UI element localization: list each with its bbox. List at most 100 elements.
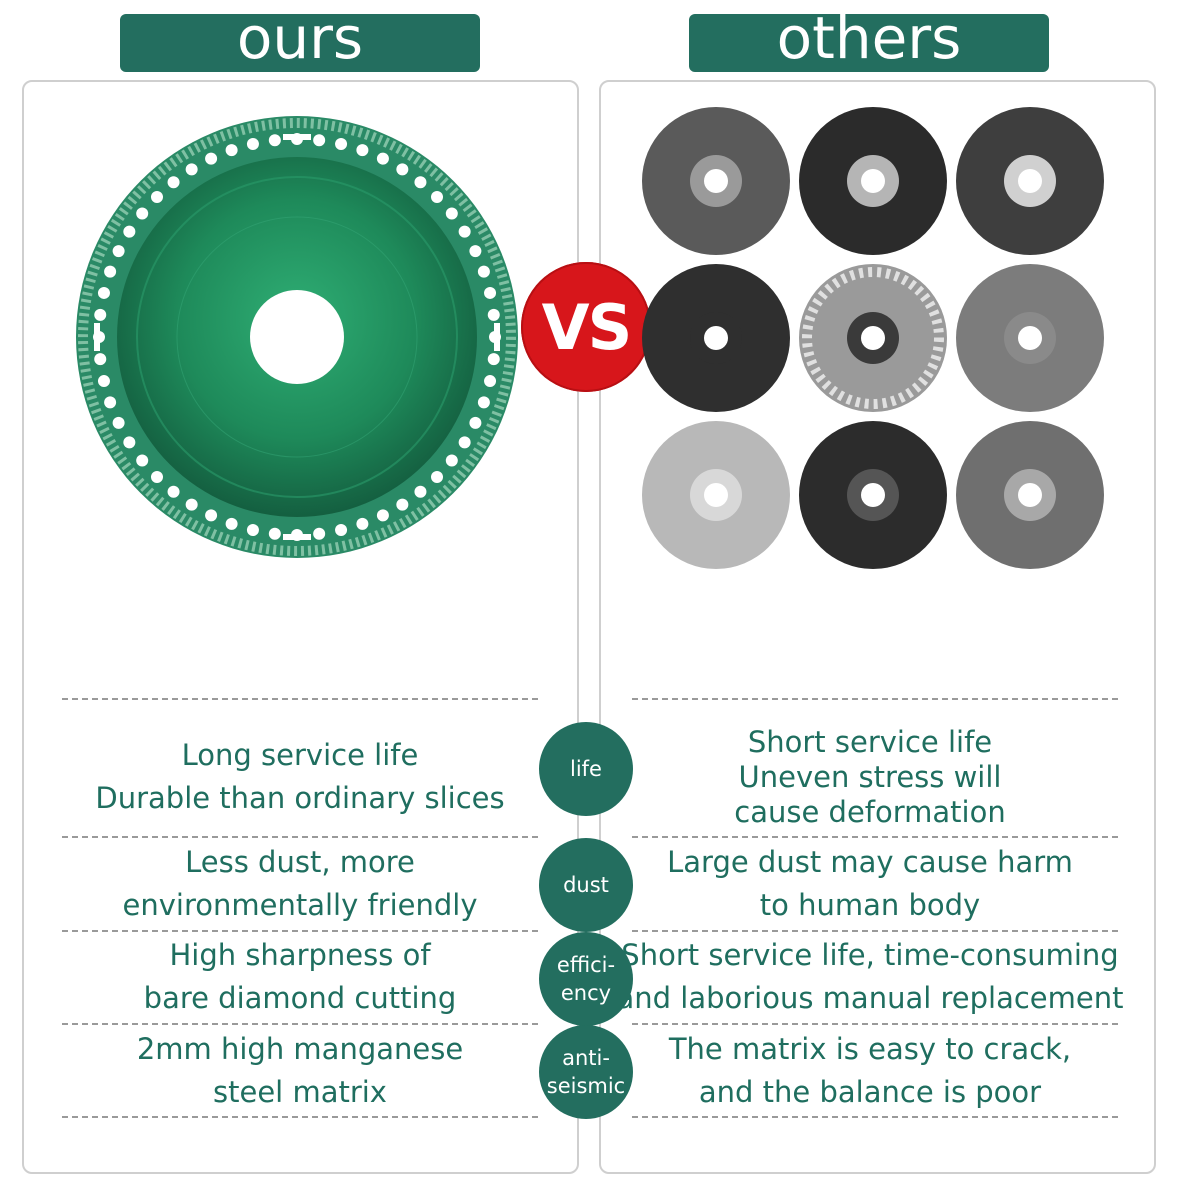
divider xyxy=(632,698,1118,700)
blade-hole xyxy=(167,176,180,189)
others-line: Short service life, time-consuming xyxy=(621,938,1119,972)
disc-grey-grinding-disc xyxy=(642,107,790,255)
disc-black-cutting-disc xyxy=(799,107,947,255)
blade-hole xyxy=(431,471,444,484)
blade-hole xyxy=(484,375,497,388)
blade-hole xyxy=(313,527,326,540)
others-line: Uneven stress will xyxy=(738,759,1002,794)
blade-hole xyxy=(477,265,490,278)
others-line: and laborious manual replacement xyxy=(616,981,1124,1015)
blade-hole xyxy=(123,436,136,449)
blade-hole xyxy=(313,134,326,147)
ours-line: 2mm high manganese xyxy=(136,1032,464,1066)
category-badge-1: life xyxy=(539,722,633,816)
blade-hole xyxy=(246,137,259,150)
blade-hole xyxy=(414,485,427,498)
blade-hole xyxy=(104,396,117,409)
blade-hole xyxy=(136,454,149,467)
blade-hole xyxy=(477,396,490,409)
category-badge-label: seismic xyxy=(546,1074,626,1098)
divider xyxy=(632,1116,1118,1118)
blade-hole xyxy=(469,245,482,258)
blade-slot xyxy=(494,323,500,351)
blade-hole xyxy=(150,471,163,484)
blade-hole xyxy=(112,245,125,258)
blade-hole xyxy=(396,498,409,511)
blade-hole xyxy=(225,144,238,157)
blade-hole xyxy=(205,509,218,522)
vs-label: VS xyxy=(541,290,633,364)
ours-label: ours xyxy=(236,4,364,72)
blade-hole xyxy=(431,190,444,203)
ours-line: Durable than ordinary slices xyxy=(95,781,505,815)
blade-hole xyxy=(97,286,110,299)
ours-line: Long service life xyxy=(181,738,419,772)
others-tab: others xyxy=(689,8,1049,72)
blade-hole xyxy=(104,265,117,278)
blade-hole xyxy=(376,152,389,165)
others-discs-image xyxy=(642,107,1104,569)
blade-hole xyxy=(246,524,259,537)
blade-hole xyxy=(335,137,348,150)
category-badge-2: dust xyxy=(539,838,633,932)
divider xyxy=(632,930,1118,932)
vs-badge: VS xyxy=(521,262,651,392)
ours-text-4: 2mm high manganese steel matrix xyxy=(40,1028,560,1114)
blade-hole xyxy=(94,308,107,321)
blade-hole xyxy=(445,454,458,467)
blade-hole xyxy=(445,207,458,220)
others-line: The matrix is easy to crack, xyxy=(668,1032,1072,1066)
divider xyxy=(62,836,538,838)
category-badge-3: effici-ency xyxy=(539,932,633,1026)
blade-hole xyxy=(414,176,427,189)
others-text-3: Short service life, time-consuming and la… xyxy=(605,934,1135,1020)
blade-hole xyxy=(185,498,198,511)
blade-slot xyxy=(283,134,311,140)
divider xyxy=(62,1023,538,1025)
category-badge-label: ency xyxy=(560,981,612,1005)
ours-tab: ours xyxy=(120,8,480,72)
divider xyxy=(62,1116,538,1118)
others-label: others xyxy=(776,4,962,72)
others-line: cause deformation xyxy=(734,794,1006,829)
divider xyxy=(632,836,1118,838)
disc-grey-grinding-disc xyxy=(956,264,1104,412)
blade-hole xyxy=(469,416,482,429)
blade-hole xyxy=(94,353,107,366)
blade-hole xyxy=(356,517,369,530)
blade-slot xyxy=(94,323,100,351)
divider xyxy=(62,698,538,700)
ours-line: bare diamond cutting xyxy=(143,981,457,1015)
blade-slot xyxy=(283,534,311,540)
others-line: Short service life xyxy=(747,724,993,759)
category-badge-4: anti-seismic xyxy=(539,1025,633,1119)
blade-hole xyxy=(458,436,471,449)
category-badge-label: effici- xyxy=(556,953,616,977)
blade-hole xyxy=(356,144,369,157)
disc-grey-flap-disc xyxy=(956,421,1104,569)
blade-hole xyxy=(167,485,180,498)
ours-blade-image xyxy=(76,116,518,558)
blade-hole xyxy=(112,416,125,429)
others-text-4: The matrix is easy to crack, and the bala… xyxy=(605,1028,1135,1114)
category-badge-label: dust xyxy=(563,873,609,897)
blade-hole xyxy=(123,225,136,238)
disc-black-mesh-grinding-disc xyxy=(799,421,947,569)
blade-hole xyxy=(136,207,149,220)
ours-line: steel matrix xyxy=(213,1075,387,1109)
disc-silver-diamond-disc xyxy=(642,421,790,569)
blade-hole xyxy=(335,524,348,537)
divider xyxy=(62,930,538,932)
others-line: Large dust may cause harm xyxy=(667,845,1073,879)
disc-dark-cutting-disc xyxy=(956,107,1104,255)
divider xyxy=(632,1023,1118,1025)
others-line: and the balance is poor xyxy=(698,1075,1042,1109)
blade-hole xyxy=(396,163,409,176)
blade-hole xyxy=(97,375,110,388)
blade-hole xyxy=(487,308,500,321)
